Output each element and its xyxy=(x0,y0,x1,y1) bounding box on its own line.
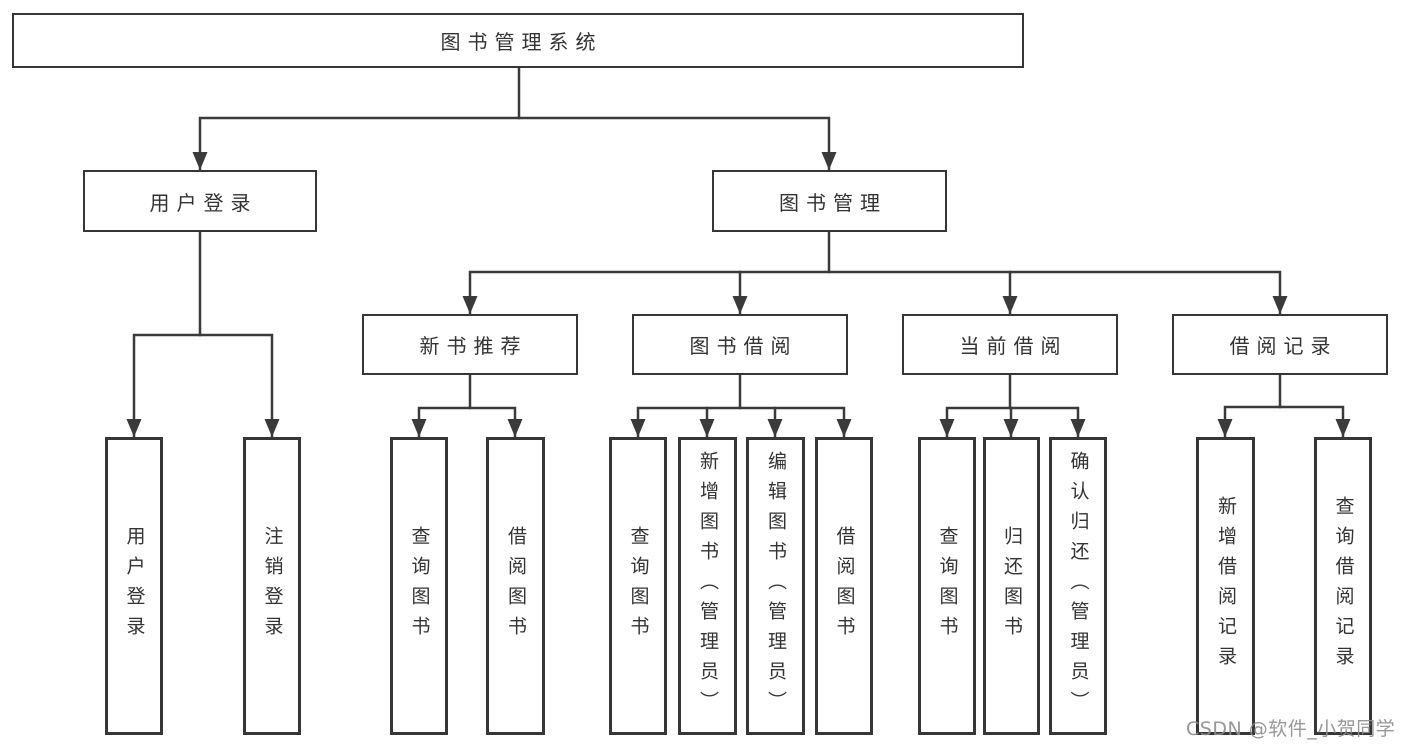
node-new-book-recommend: 新书推荐 xyxy=(362,314,578,375)
leaf-return-books: 归还图书 xyxy=(983,437,1040,735)
leaf-borrow-books: 借阅图书 xyxy=(815,437,873,735)
node-current-borrow: 当前借阅 xyxy=(902,314,1118,375)
node-book-borrow: 图书借阅 xyxy=(632,314,848,375)
leaf-add-books-admin: 新增图书（管理员） xyxy=(678,437,737,735)
leaf-user-login: 用户登录 xyxy=(105,437,163,735)
node-library-management-system: 图书管理系统 xyxy=(12,13,1024,68)
node-book-management: 图书管理 xyxy=(712,170,947,232)
node-user-login: 用户登录 xyxy=(83,170,317,232)
leaf-add-borrow-record: 新增借阅记录 xyxy=(1196,437,1255,735)
leaf-confirm-return-admin: 确认归还（管理员） xyxy=(1049,437,1107,735)
csdn-watermark: CSDN @软件_小贺同学 xyxy=(1186,718,1396,740)
leaf-query-books-current: 查询图书 xyxy=(918,437,976,735)
leaf-borrow-books-recommend: 借阅图书 xyxy=(486,437,545,735)
leaf-edit-books-admin: 编辑图书（管理员） xyxy=(746,437,805,735)
leaf-logout: 注销登录 xyxy=(243,437,301,735)
node-borrow-records: 借阅记录 xyxy=(1172,314,1388,375)
leaf-query-borrow-record: 查询借阅记录 xyxy=(1314,437,1372,735)
leaf-query-books-borrow: 查询图书 xyxy=(609,437,667,735)
leaf-query-books-recommend: 查询图书 xyxy=(390,437,448,735)
arrowheads xyxy=(126,152,1351,437)
